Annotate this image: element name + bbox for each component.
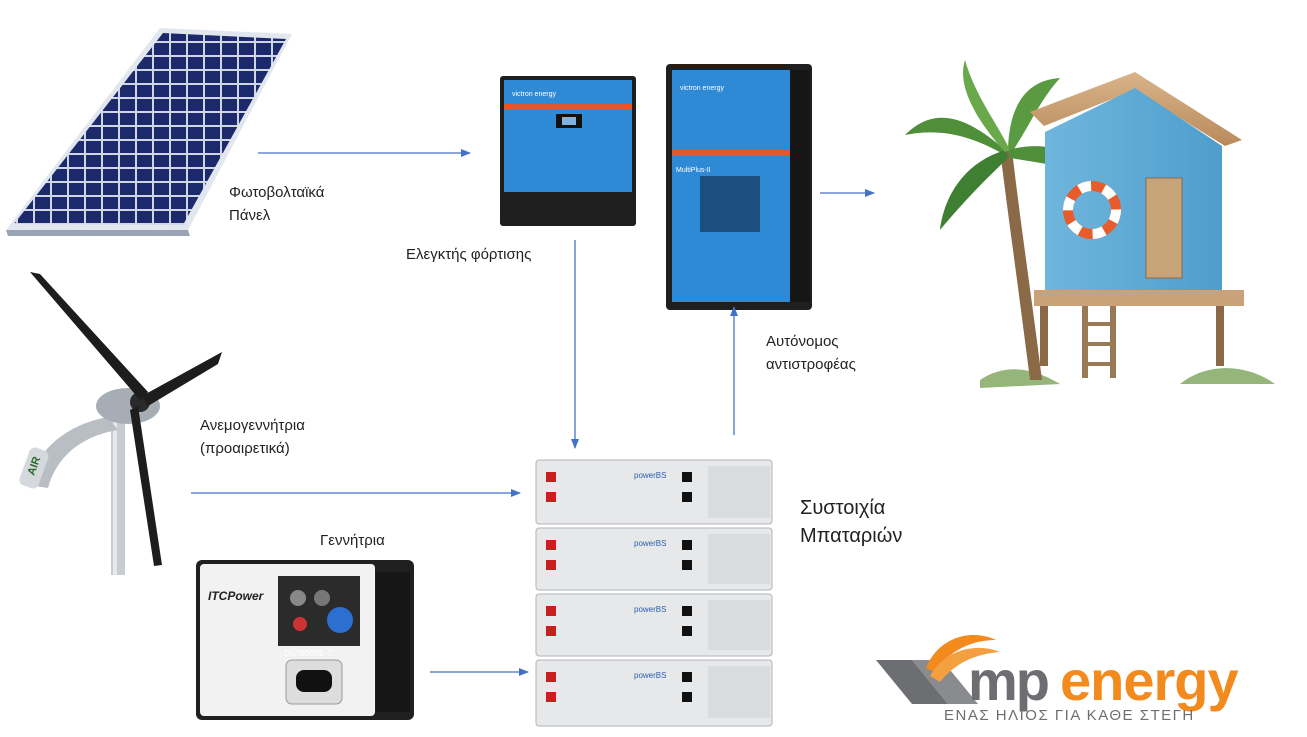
label-generator: Γεννήτρια <box>320 532 385 549</box>
label-wind-turbine-line2: (προαιρετικά) <box>200 440 290 457</box>
label-battery-bank-line1: Συστοιχία <box>800 497 886 519</box>
label-solar-panels-line1: Φωτοβολταϊκά <box>229 184 325 201</box>
battery-module-4: powerBS <box>535 659 773 727</box>
battery-brand-text-3: powerBS <box>634 605 666 614</box>
generator-model-text: DG7800SE-T <box>284 649 332 658</box>
solar-panel-image <box>6 28 292 236</box>
logo-brand-energy: energy <box>1060 649 1238 712</box>
logo-tagline: ΕΝΑΣ ΗΛΙΟΣ ΓΙΑ ΚΑΘΕ ΣΤΕΓΗ <box>944 707 1195 724</box>
label-wind-turbine: Ανεμογεννήτρια (προαιρετικά) <box>200 414 305 460</box>
label-inverter-line2: αντιστροφέας <box>766 356 856 373</box>
inverter-model-text: MultiPlus-II <box>676 167 711 174</box>
label-solar-panels: Φωτοβολταϊκά Πάνελ <box>229 181 324 227</box>
battery-module-3: powerBS <box>535 593 773 657</box>
label-battery-bank: Συστοιχία Μπαταριών <box>800 494 902 550</box>
label-battery-bank-line2: Μπαταριών <box>800 525 903 547</box>
house-image <box>905 60 1275 388</box>
label-wind-turbine-line1: Ανεμογεννήτρια <box>200 417 305 434</box>
label-inverter: Αυτόνομος αντιστροφέας <box>766 330 856 376</box>
charge-controller-image: victron energy <box>500 76 636 226</box>
inverter-brand-text: victron energy <box>680 85 724 92</box>
label-solar-panels-line2: Πάνελ <box>229 207 271 224</box>
battery-brand-text-1: powerBS <box>634 471 666 480</box>
mp-energy-logo: mp energy ΕΝΑΣ ΗΛΙΟΣ ΓΙΑ ΚΑΘΕ ΣΤΕΓΗ <box>876 635 1239 724</box>
inverter-image: victron energy MultiPlus-II <box>666 64 812 310</box>
label-inverter-line1: Αυτόνομος <box>766 333 839 350</box>
flow-arrows <box>191 149 875 676</box>
wind-turbine-image: AIR <box>19 272 222 575</box>
battery-stack-image: powerBS powerBS powerBS po <box>535 459 773 727</box>
battery-brand-text-4: powerBS <box>634 671 666 680</box>
battery-brand-text-2: powerBS <box>634 539 666 548</box>
logo-brand-mp: mp <box>968 649 1048 712</box>
generator-brand-text: ITCPower <box>208 589 265 603</box>
controller-brand-text: victron energy <box>512 91 556 98</box>
generator-image: ITCPower DG7800SE-T <box>196 560 414 720</box>
label-charge-controller: Ελεγκτής φόρτισης <box>406 246 532 263</box>
battery-module-1: powerBS <box>535 459 773 525</box>
battery-module-2: powerBS <box>535 527 773 591</box>
